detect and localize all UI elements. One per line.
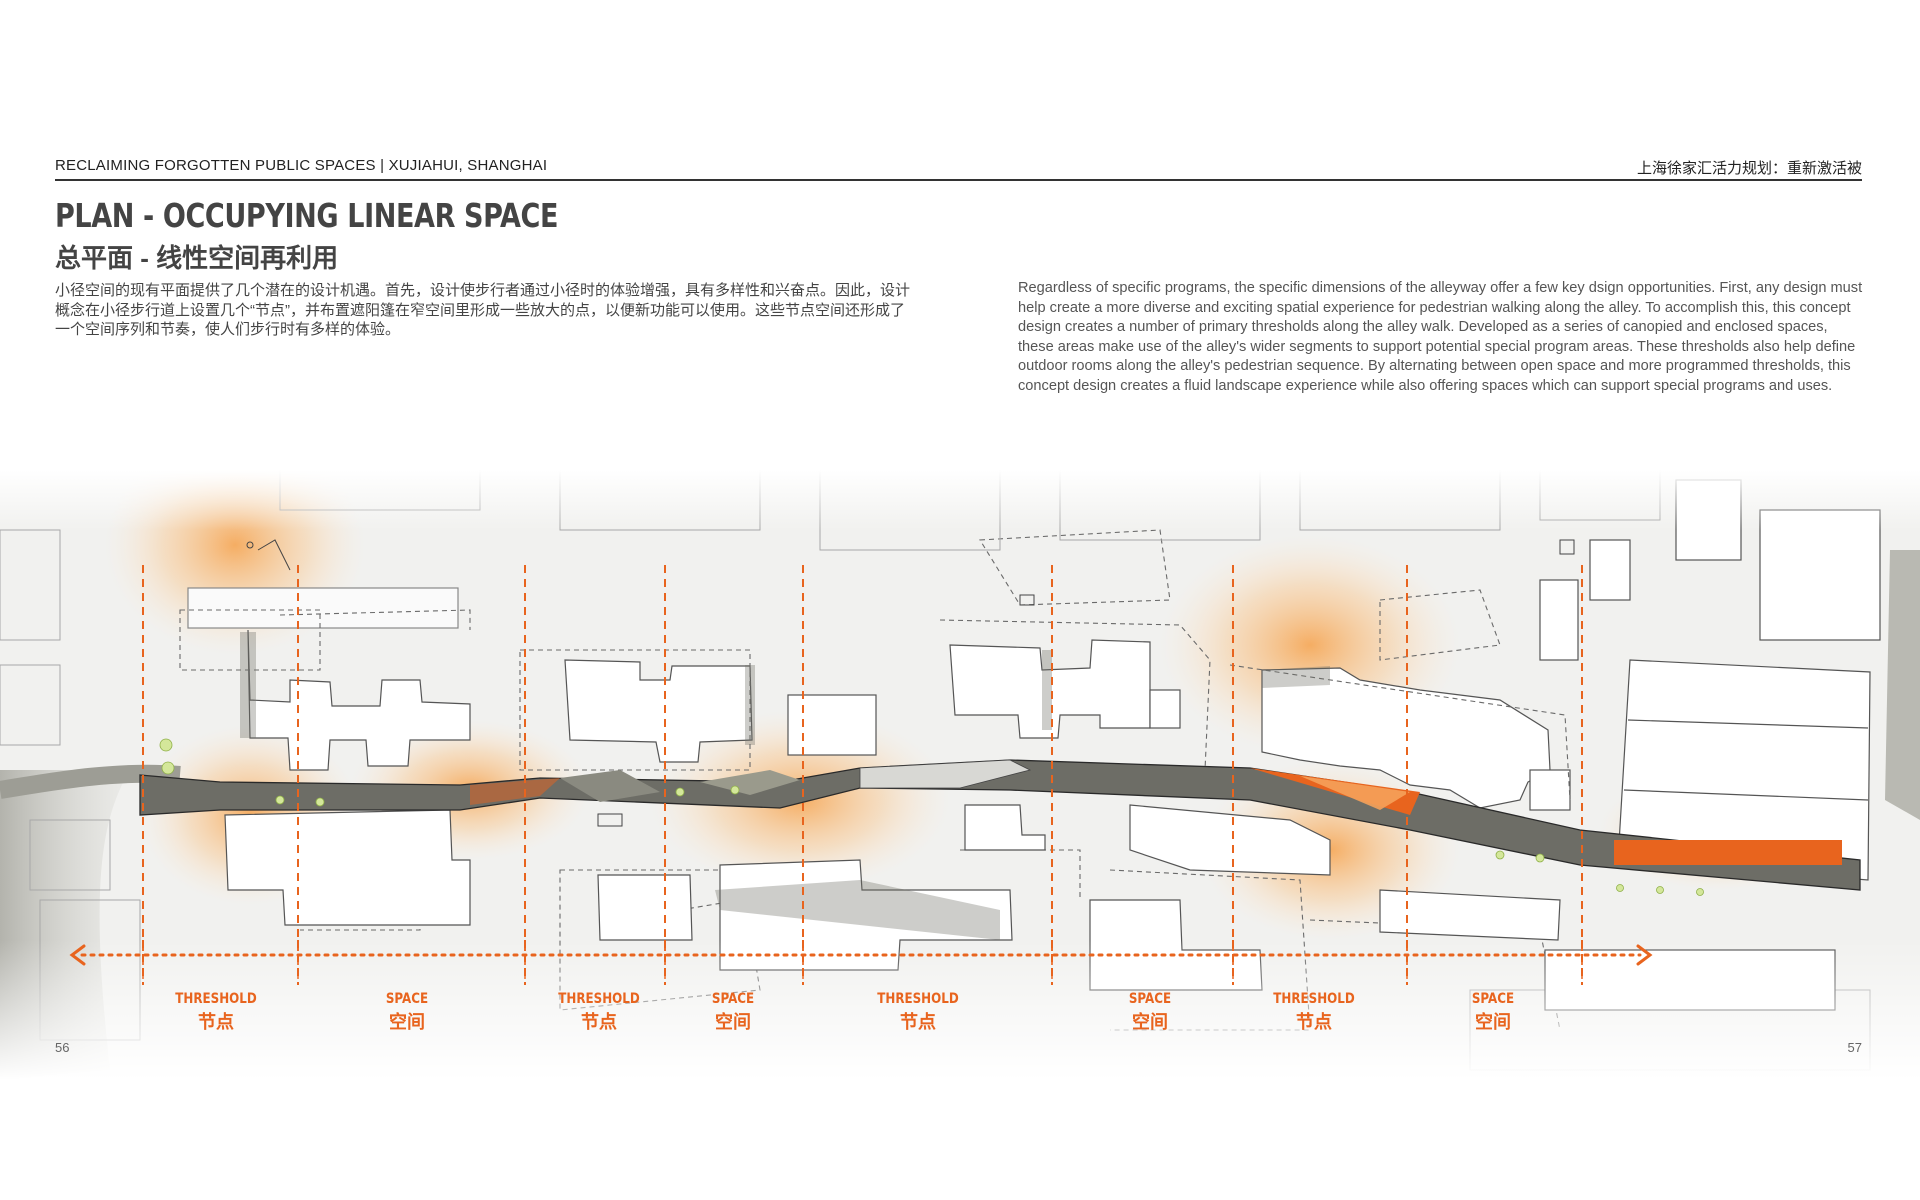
zone-label-cn: 空间 <box>389 1011 425 1033</box>
zone-label-cn: 节点 <box>900 1011 936 1033</box>
page-title-chinese: 总平面 - 线性空间再利用 <box>55 243 339 273</box>
threshold-lines <box>142 565 1583 985</box>
zone-label-en: THRESHOLD <box>558 991 640 1007</box>
header-divider <box>55 179 1862 181</box>
zone-label-cn: 节点 <box>581 1011 617 1033</box>
zone-label-cn: 空间 <box>715 1011 751 1033</box>
alley-walkway <box>139 759 1861 891</box>
zone-label-cn: 节点 <box>198 1011 234 1033</box>
site-plan-drawing: THRESHOLD 节点 SPACE 空间 THRESHOLD 节点 SPACE… <box>0 470 1920 1080</box>
body-text-chinese: 小径空间的现有平面提供了几个潜在的设计机遇。首先，设计使步行者通过小径时的体验增… <box>55 282 911 338</box>
trees <box>159 738 1704 896</box>
sequence-arrow <box>69 944 1653 966</box>
zone-label-cn: 空间 <box>1475 1011 1511 1033</box>
body-text-english: Regardless of specific programs, the spe… <box>1018 280 1863 394</box>
zone-label-cn: 空间 <box>1132 1011 1168 1033</box>
page-number-left: 56 <box>55 1040 70 1055</box>
zone-label-en: SPACE <box>1129 991 1171 1007</box>
zone-label-cn: 节点 <box>1296 1011 1332 1033</box>
page-title-english: PLAN - OCCUPYING LINEAR SPACE <box>55 196 559 235</box>
header-chinese-title: 上海徐家汇活力规划：重新激活被 <box>1636 160 1862 177</box>
zone-label-en: THRESHOLD <box>877 991 959 1007</box>
header-project-title: RECLAIMING FORGOTTEN PUBLIC SPACES | XUJ… <box>55 157 548 174</box>
zone-label-en: THRESHOLD <box>1273 991 1355 1007</box>
zone-label-en: SPACE <box>386 991 428 1007</box>
zone-label-en: THRESHOLD <box>175 991 257 1007</box>
zone-label-en: SPACE <box>1472 991 1514 1007</box>
zone-label-en: SPACE <box>712 991 754 1007</box>
program-block <box>1614 840 1842 865</box>
page-number-right: 57 <box>1847 1040 1862 1055</box>
